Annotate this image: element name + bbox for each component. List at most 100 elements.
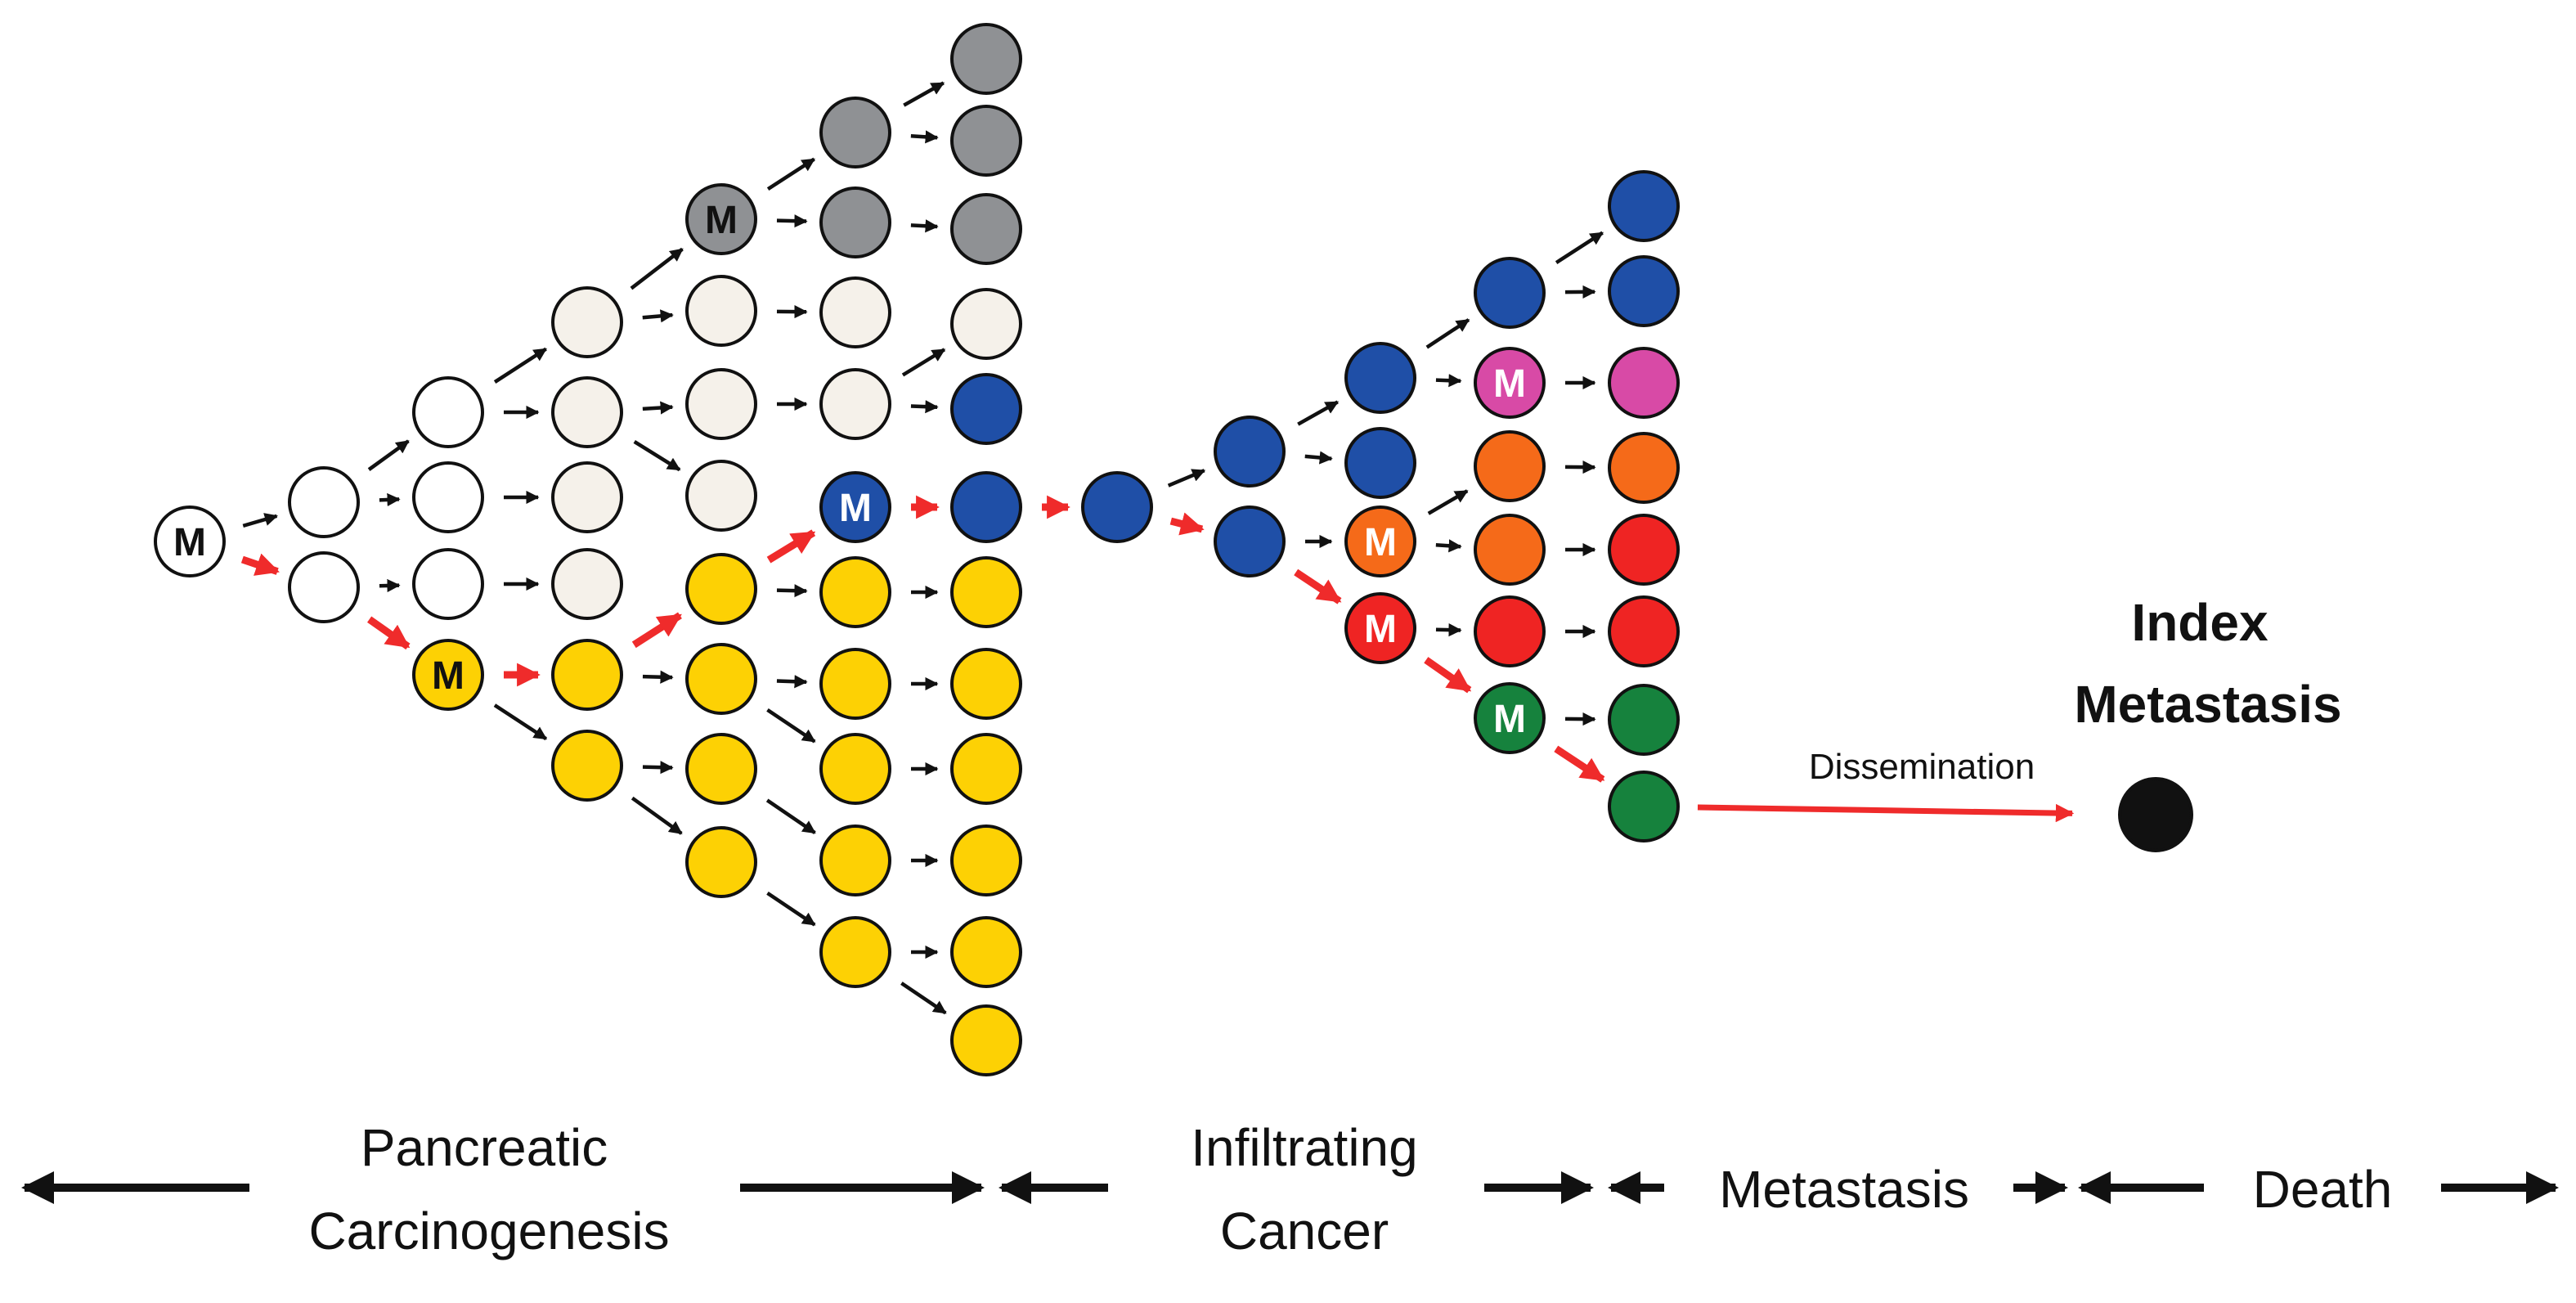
cell-circle (952, 290, 1021, 358)
phase-infiltrating-line2: Cancer (1220, 1202, 1389, 1260)
cell-node (553, 288, 622, 357)
cell-circle (553, 731, 622, 800)
cell-circle (1609, 172, 1678, 240)
cell-circle (952, 918, 1021, 986)
index-metastasis-cell (2120, 779, 2192, 851)
mutation-marker: M (839, 487, 872, 530)
cell-circle (1609, 597, 1678, 666)
cell-circle (687, 645, 756, 713)
lineage-arrow (1436, 630, 1461, 631)
phase-metastasis: Metastasis (1719, 1160, 1969, 1219)
lineage-arrow (643, 676, 672, 677)
cell-node (821, 558, 890, 627)
cell-node (821, 735, 890, 803)
cell-node (1083, 473, 1151, 541)
lineage-path-arrow (634, 615, 680, 645)
dissemination-arrow (1698, 807, 2072, 813)
lineage-arrow (904, 83, 943, 105)
phase-pancreatic-line1: Pancreatic (361, 1118, 608, 1177)
cell-circle (821, 278, 890, 347)
cell-circle (1215, 417, 1284, 486)
phase-pancreatic-line2: Carcinogenesis (308, 1202, 669, 1260)
cell-node (952, 375, 1021, 443)
cell-circle (1215, 507, 1284, 576)
cell-circle (1475, 432, 1544, 501)
cell-node (1609, 348, 1678, 417)
cell-circle (687, 276, 756, 345)
cell-node (687, 276, 756, 345)
cell-node (1475, 515, 1544, 584)
cell-circle (1083, 473, 1151, 541)
cell-node (1215, 417, 1284, 486)
cell-circle (289, 553, 358, 622)
lineage-arrow (1436, 380, 1461, 381)
lineage-arrow (632, 798, 681, 833)
cell-circle (1609, 685, 1678, 754)
cell-node (687, 645, 756, 713)
lineage-arrow (243, 516, 276, 526)
cell-circle (821, 649, 890, 718)
cell-circle (553, 378, 622, 447)
mutation-marker: M (705, 199, 738, 242)
cell-node (952, 195, 1021, 263)
cell-node: M (1346, 507, 1415, 576)
lineage-arrow (1298, 402, 1337, 424)
cell-node (687, 461, 756, 530)
lineage-arrow (379, 499, 399, 500)
lineage-arrow (643, 315, 672, 317)
lineage-path-arrow (1426, 660, 1470, 690)
cell-circle (821, 98, 890, 167)
cell-node (821, 98, 890, 167)
cell-node (821, 278, 890, 347)
cell-circle (952, 735, 1021, 803)
cell-circle (821, 918, 890, 986)
cell-circle (289, 468, 358, 537)
lineage-arrow (767, 800, 815, 833)
cell-node (553, 550, 622, 618)
mutation-marker: M (432, 654, 464, 698)
cell-node (414, 463, 482, 532)
cell-node (952, 826, 1021, 895)
cell-node: M (155, 507, 224, 576)
cell-circle (952, 195, 1021, 263)
cell-node: M (821, 473, 890, 541)
lineage-arrow (911, 136, 937, 137)
lineage-arrow (777, 221, 806, 222)
cell-node: M (414, 640, 482, 709)
lineage-arrow (495, 349, 546, 382)
cell-node (821, 826, 890, 895)
cell-node (952, 106, 1021, 175)
cell-node (1475, 597, 1544, 666)
cell-node: M (687, 185, 756, 254)
cell-circle (821, 558, 890, 627)
cell-circle (952, 106, 1021, 175)
cell-circle (1609, 348, 1678, 417)
cell-circle (1475, 515, 1544, 584)
cell-node (687, 370, 756, 438)
lineage-path-arrow (1296, 573, 1340, 601)
cell-circle (1475, 258, 1544, 327)
cell-node (952, 473, 1021, 541)
cell-node (952, 735, 1021, 803)
cell-circle (952, 826, 1021, 895)
mutation-marker: M (1493, 698, 1526, 741)
cell-node (1609, 434, 1678, 502)
cell-circle (952, 1006, 1021, 1075)
cell-circle (553, 640, 622, 709)
cell-circle (1346, 429, 1415, 497)
cell-circle (687, 735, 756, 803)
cell-circle (1609, 772, 1678, 841)
cell-node (1346, 344, 1415, 412)
cell-node (553, 731, 622, 800)
lineage-arrow (1169, 470, 1205, 485)
cell-node (1609, 257, 1678, 326)
lineage-arrow (1305, 456, 1331, 459)
cell-node: M (1475, 684, 1544, 753)
index-metastasis-title-line2: Metastasis (2074, 675, 2341, 734)
lineage-path-arrow (769, 532, 814, 559)
lineage-arrow (767, 893, 815, 925)
cell-node (1609, 515, 1678, 584)
cell-node (687, 828, 756, 896)
